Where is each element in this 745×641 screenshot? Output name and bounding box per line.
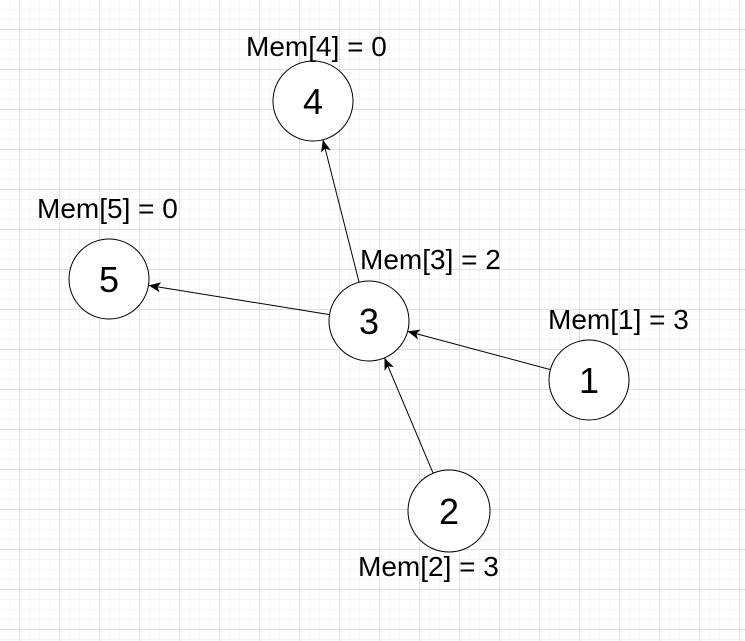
node-2-label: 2 xyxy=(439,491,459,532)
node-4[interactable]: 4 xyxy=(272,60,354,142)
mem-annotation-1[interactable]: Mem[1] = 3 xyxy=(548,304,689,335)
edge-3-to-4[interactable] xyxy=(321,139,360,283)
node-3-label: 3 xyxy=(359,301,379,342)
node-4-label: 4 xyxy=(303,81,323,122)
node-4-circle[interactable] xyxy=(272,60,354,142)
annotations-layer: Mem[4] = 0 Mem[5] = 0 Mem[3] = 2 Mem[1] = 3… xyxy=(37,31,689,582)
mem-annotation-5[interactable]: Mem[5] = 0 xyxy=(37,193,178,224)
node-1-circle[interactable] xyxy=(548,339,630,421)
edges-layer xyxy=(148,139,551,474)
node-5[interactable]: 5 xyxy=(68,238,150,320)
edge-3-to-5[interactable] xyxy=(148,282,330,316)
mem-annotation-3[interactable]: Mem[3] = 2 xyxy=(360,244,501,275)
edge-2-to-3[interactable] xyxy=(384,357,434,474)
node-1-label: 1 xyxy=(579,360,599,401)
node-1[interactable]: 1 xyxy=(548,339,630,421)
nodes-layer: 1 2 3 4 5 xyxy=(68,60,630,553)
mem-annotation-2[interactable]: Mem[2] = 3 xyxy=(358,551,499,582)
mem-annotation-4[interactable]: Mem[4] = 0 xyxy=(246,31,387,62)
node-5-label: 5 xyxy=(99,259,119,300)
node-5-circle[interactable] xyxy=(68,238,150,320)
node-2-circle[interactable] xyxy=(407,469,491,553)
node-3-circle[interactable] xyxy=(328,280,410,362)
edge-1-to-3[interactable] xyxy=(407,329,551,371)
node-2[interactable]: 2 xyxy=(407,469,491,553)
node-3[interactable]: 3 xyxy=(328,280,410,362)
